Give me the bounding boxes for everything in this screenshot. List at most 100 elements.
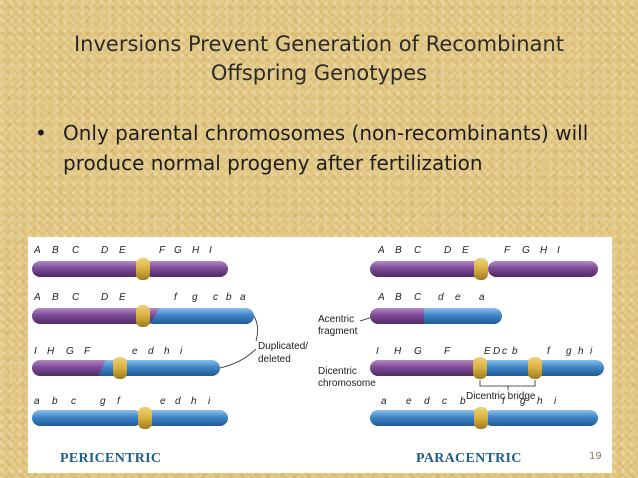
label: C: [72, 292, 80, 303]
label: G: [522, 245, 530, 256]
label: c: [213, 292, 218, 303]
label: H: [192, 245, 200, 256]
label: g: [100, 396, 106, 407]
left-row-4: a b c g f e d h i: [32, 396, 228, 429]
label: i: [590, 346, 593, 357]
paracentric-label: PARACENTRIC: [416, 451, 522, 466]
label: H: [540, 245, 548, 256]
label: a: [34, 396, 40, 407]
bullet-marker: •: [35, 121, 47, 145]
label: d: [148, 346, 154, 357]
label: B: [395, 245, 402, 256]
label: F: [504, 245, 511, 256]
label: d: [438, 292, 444, 303]
label: F: [159, 245, 166, 256]
label: G: [174, 245, 182, 256]
right-row-4: a e d c b f g h i: [370, 396, 598, 429]
dicentric-annotation: Dicentric chromosome: [318, 364, 379, 389]
label: A: [33, 245, 41, 256]
label: E: [484, 346, 491, 357]
label: b: [226, 292, 232, 303]
bullet-point: • Only parental chromosomes (non-recombi…: [35, 118, 596, 178]
label: I: [209, 245, 212, 256]
label: G: [66, 346, 74, 357]
label: h: [578, 346, 584, 357]
label: i: [208, 396, 211, 407]
left-row-1: A B C D E F G H I: [32, 245, 228, 280]
label: C: [72, 245, 80, 256]
pericentric-label: PERICENTRIC: [60, 451, 162, 466]
acentric-annotation: Acentric fragment: [318, 314, 377, 337]
label: D: [101, 292, 108, 303]
label: d: [424, 396, 430, 407]
label: D: [101, 245, 108, 256]
label: A: [377, 245, 385, 256]
label: A: [377, 292, 385, 303]
dicentric-label: Dicentric: [318, 366, 357, 377]
label: E: [119, 245, 126, 256]
label: h: [191, 396, 197, 407]
acentric-label: Acentric: [318, 314, 354, 325]
label: B: [52, 245, 59, 256]
label: f: [117, 396, 121, 407]
label: e: [132, 346, 138, 357]
label: f: [502, 396, 506, 407]
label: i: [554, 396, 557, 407]
label: I: [376, 346, 379, 357]
label: A: [33, 292, 41, 303]
label: a: [479, 292, 485, 303]
page-number: 19: [589, 451, 602, 462]
label: B: [395, 292, 402, 303]
chromosome-label: chromosome: [318, 378, 376, 389]
label: e: [455, 292, 461, 303]
label: h: [537, 396, 543, 407]
label: B: [52, 292, 59, 303]
label: c: [502, 346, 507, 357]
label: F: [84, 346, 91, 357]
chromosome-diagram: A B C D E F G H I A B C D E f g c b a: [32, 245, 604, 429]
duplicated-label: Duplicated/: [258, 341, 308, 352]
label: g: [520, 396, 526, 407]
label: g: [566, 346, 572, 357]
title-line-2: Offspring Genotypes: [210, 61, 428, 85]
label: g: [192, 292, 198, 303]
label: a: [381, 396, 387, 407]
left-row-2: A B C D E f g c b a: [32, 292, 254, 327]
right-row-1: A B C D E F G H I: [370, 245, 598, 280]
label: G: [414, 346, 422, 357]
bullet-text: Only parental chromosomes (non-recombina…: [63, 121, 589, 175]
label: h: [164, 346, 170, 357]
slide-title: Inversions Prevent Generation of Recombi…: [0, 30, 638, 88]
label: D: [444, 245, 451, 256]
label: c: [71, 396, 76, 407]
label: C: [414, 292, 422, 303]
label: F: [444, 346, 451, 357]
right-row-2: A B C d e a: [370, 292, 502, 324]
label: f: [547, 346, 551, 357]
label: C: [414, 245, 422, 256]
label: b: [512, 346, 518, 357]
label: D: [493, 346, 500, 357]
label: E: [462, 245, 469, 256]
dicentric-bridge-label: Dicentric bridge: [466, 391, 536, 402]
title-line-1: Inversions Prevent Generation of Recombi…: [73, 32, 565, 56]
label: a: [240, 292, 246, 303]
left-row-3: I H G F e d h i: [32, 346, 220, 379]
deleted-label: deleted: [258, 354, 291, 365]
label: H: [394, 346, 402, 357]
fragment-label: fragment: [318, 326, 358, 337]
label: I: [557, 245, 560, 256]
label: i: [180, 346, 183, 357]
label: e: [160, 396, 166, 407]
label: b: [460, 396, 466, 407]
label: c: [442, 396, 447, 407]
inversion-figure: A B C D E F G H I A B C D E f g c b a: [28, 237, 612, 473]
label: d: [175, 396, 181, 407]
label: b: [52, 396, 58, 407]
duplicated-deleted-annotation: Duplicated/ deleted: [219, 315, 308, 369]
label: f: [174, 292, 178, 303]
label: I: [34, 346, 37, 357]
label: H: [47, 346, 55, 357]
right-row-3: I H G F E D c b f g h i Dicentric bridge: [370, 346, 604, 402]
label: E: [119, 292, 126, 303]
